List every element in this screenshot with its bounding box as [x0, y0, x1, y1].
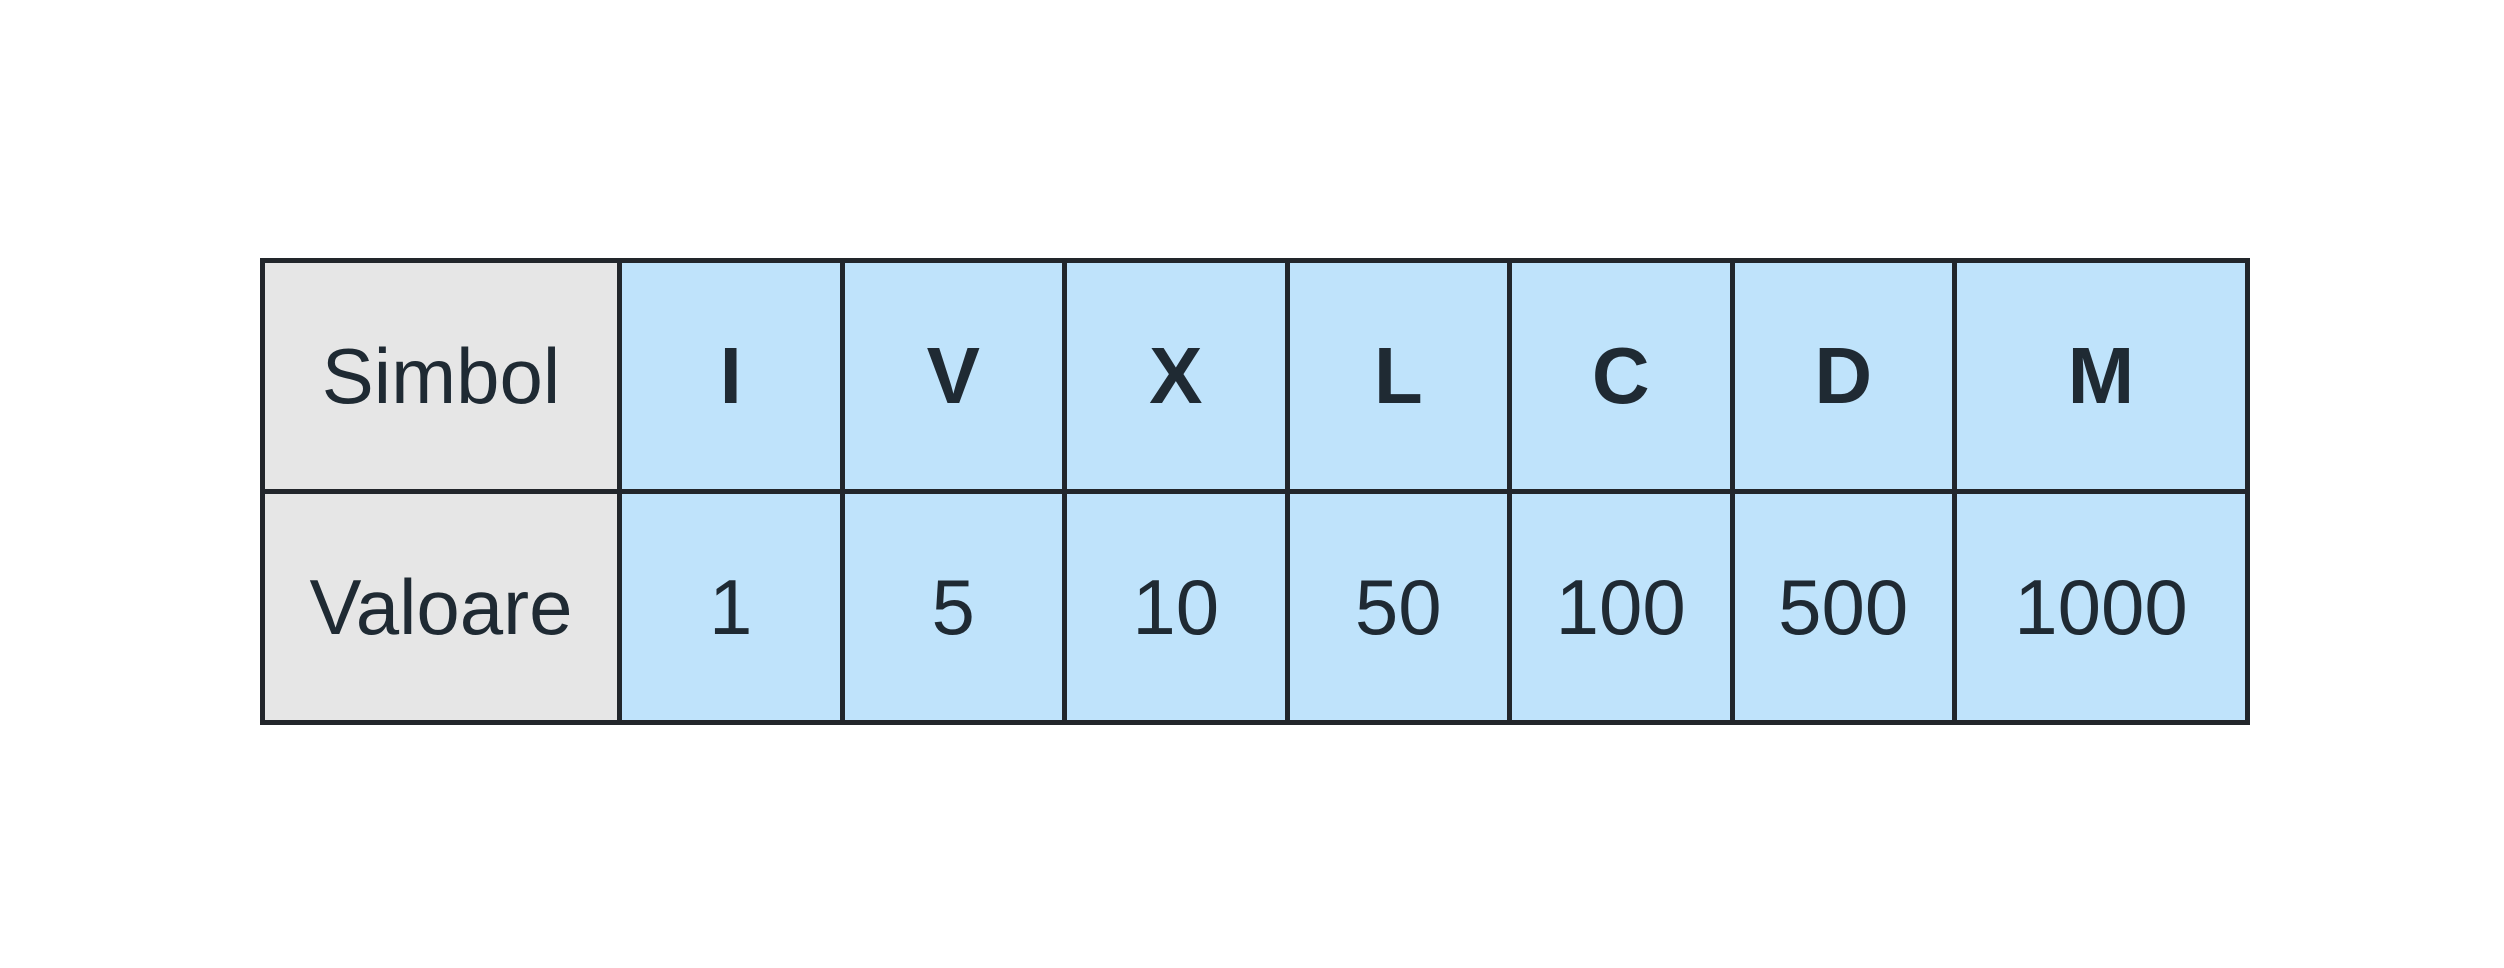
value-cell-1: 1 — [617, 489, 845, 725]
value-cell-5: 5 — [839, 489, 1067, 725]
symbol-cell-L: L — [1284, 258, 1512, 494]
value-cell-100: 100 — [1507, 489, 1735, 725]
value-cell-10: 10 — [1062, 489, 1290, 725]
symbol-cell-X: X — [1062, 258, 1290, 494]
symbol-row: Simbol I V X L C D M — [260, 258, 2250, 494]
value-cell-500: 500 — [1729, 489, 1957, 725]
value-cell-1000: 1000 — [1952, 489, 2250, 725]
symbol-cell-V: V — [839, 258, 1067, 494]
symbol-cell-I: I — [617, 258, 845, 494]
symbol-cell-C: C — [1507, 258, 1735, 494]
symbol-cell-M: M — [1952, 258, 2250, 494]
roman-numerals-table: Simbol I V X L C D M Valoare 1 5 10 50 1… — [260, 258, 2250, 725]
value-row: Valoare 1 5 10 50 100 500 1000 — [260, 489, 2250, 725]
symbol-row-label: Simbol — [260, 258, 622, 494]
symbol-cell-D: D — [1729, 258, 1957, 494]
value-cell-50: 50 — [1284, 489, 1512, 725]
value-row-label: Valoare — [260, 489, 622, 725]
